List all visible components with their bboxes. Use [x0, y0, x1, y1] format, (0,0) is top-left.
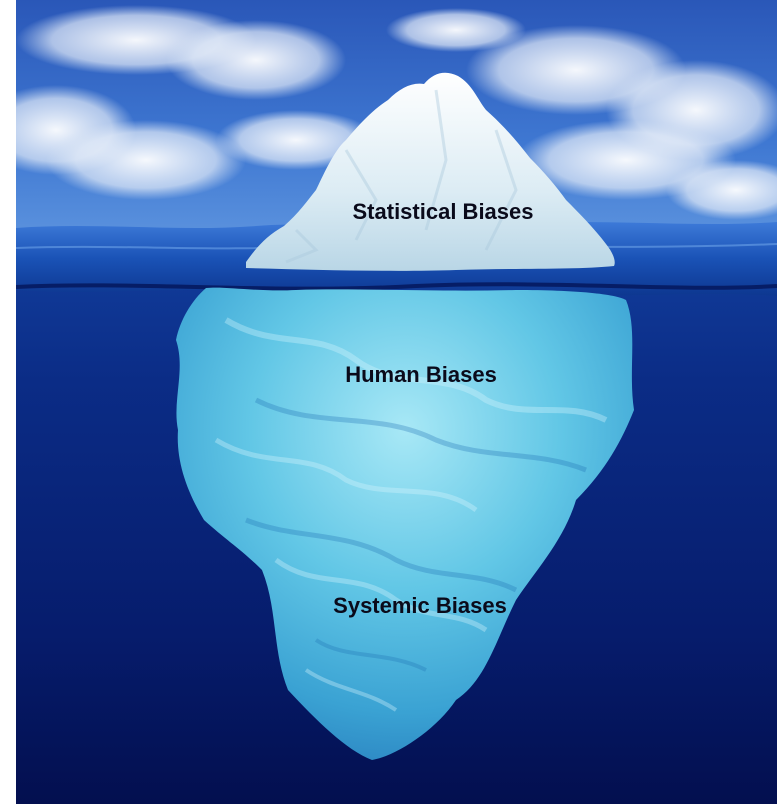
statistical-biases-label: Statistical Biases [353, 201, 534, 223]
human-biases-label: Human Biases [345, 364, 497, 386]
iceberg-svg [16, 0, 777, 804]
systemic-biases-label: Systemic Biases [333, 595, 507, 617]
iceberg-illustration: Statistical Biases Human Biases Systemic… [16, 0, 777, 804]
